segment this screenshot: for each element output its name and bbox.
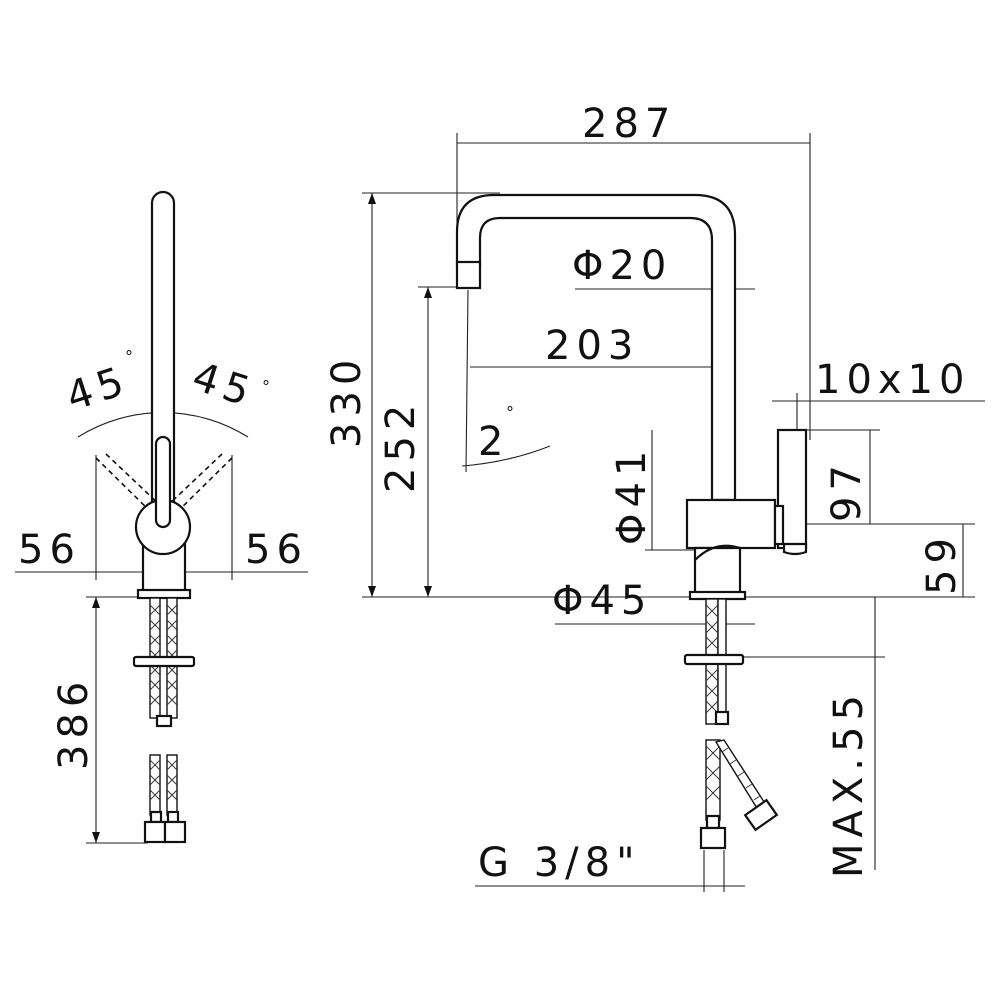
base-diameter-label: Φ45 <box>552 578 652 624</box>
angle-right-label: 45 <box>187 354 261 417</box>
lever-section-label: 10x10 <box>815 357 970 403</box>
body-diameter-label: Φ41 <box>609 445 655 545</box>
spout-height-label: 252 <box>378 399 424 493</box>
front-base-plate <box>688 590 747 601</box>
base-height-label: 59 <box>919 532 965 595</box>
tilt-angle-label: 2 <box>478 419 509 465</box>
spout-diameter-label: Φ20 <box>572 243 672 289</box>
angle-right-degree: ° <box>262 377 270 396</box>
side-view: 45 ° 45 ° 56 56 386 <box>15 190 308 844</box>
lever-height-label: 97 <box>824 459 870 522</box>
overall-height-label: 330 <box>324 354 370 448</box>
width-left-label: 56 <box>18 527 81 573</box>
side-lever-dashed-positions <box>95 453 233 517</box>
side-lever <box>154 435 172 529</box>
width-right-label: 56 <box>245 527 308 573</box>
angle-left-label: 45 <box>61 357 135 420</box>
spout-reach-label: 203 <box>545 323 639 369</box>
front-aerator <box>455 260 482 290</box>
side-base-plate <box>136 588 192 600</box>
front-view: 287 330 252 Φ20 203 2 ° 10x10 Φ41 97 59 … <box>324 101 985 892</box>
angle-left-degree: ° <box>125 347 133 366</box>
connection-thread-label: G 3/8" <box>478 840 640 886</box>
side-spout <box>150 190 176 522</box>
max-deck-thickness-label: MAX.55 <box>826 689 872 878</box>
front-body <box>685 498 777 550</box>
side-hoses <box>132 597 196 844</box>
overall-width-label: 287 <box>582 101 676 147</box>
tilt-angle-degree: ° <box>506 403 514 422</box>
front-dimension-lines <box>362 133 985 892</box>
hose-length-label: 386 <box>51 676 97 770</box>
front-hoses <box>683 598 779 850</box>
